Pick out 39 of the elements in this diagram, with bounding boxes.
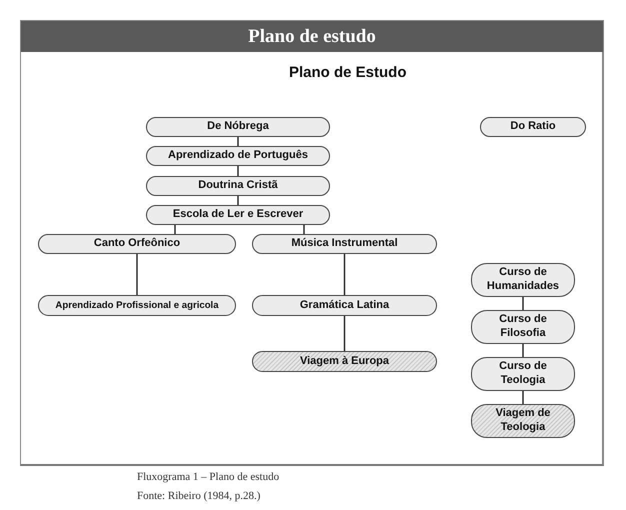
node-label: Canto Orfeônico [94, 237, 180, 251]
node-label: Gramática Latina [300, 298, 390, 312]
rounded-box [146, 176, 330, 196]
connector-line [344, 316, 346, 351]
diagram-heading: Plano de Estudo [289, 64, 407, 81]
connector-line [522, 297, 524, 310]
node-label: Doutrina Cristã [198, 179, 278, 193]
rounded-box [252, 295, 437, 316]
hatched-rounded-box [252, 351, 437, 372]
connector-line [237, 166, 239, 176]
rounded-box [146, 146, 330, 166]
source-note: Fonte: Ribeiro (1984, p.28.) [137, 490, 260, 502]
node-label: De Nóbrega [207, 120, 269, 134]
node-label: Curso de Humanidades [486, 266, 560, 294]
connector-line [136, 254, 138, 295]
node-label: Viagem de Teologia [494, 407, 552, 435]
node-label: Escola de Ler e Escrever [172, 208, 304, 222]
title: Plano de estudo [248, 26, 376, 48]
rounded-box [471, 263, 575, 297]
node-label: Viagem à Europa [300, 354, 390, 368]
connector-line [522, 391, 524, 404]
rounded-box [38, 295, 236, 316]
rounded-box [471, 357, 575, 391]
node-label: Curso de Teologia [498, 360, 548, 388]
node-label: Aprendizado Profissional e agricola [55, 300, 219, 312]
node-label: Curso de Filosofia [498, 313, 548, 341]
node-label: Aprendizado de Português [168, 149, 308, 163]
connector-line [344, 254, 346, 295]
hatched-rounded-box [471, 404, 575, 438]
connector-line [522, 344, 524, 357]
figure-caption: Fluxograma 1 – Plano de estudo [137, 471, 280, 483]
node-label: Música Instrumental [291, 237, 398, 251]
node-label: Do Ratio [510, 120, 556, 134]
rounded-box [38, 234, 236, 254]
rounded-box [146, 205, 330, 225]
rounded-box [471, 310, 575, 344]
rounded-box [146, 117, 330, 137]
rounded-box [480, 117, 586, 137]
rounded-box [252, 234, 437, 254]
